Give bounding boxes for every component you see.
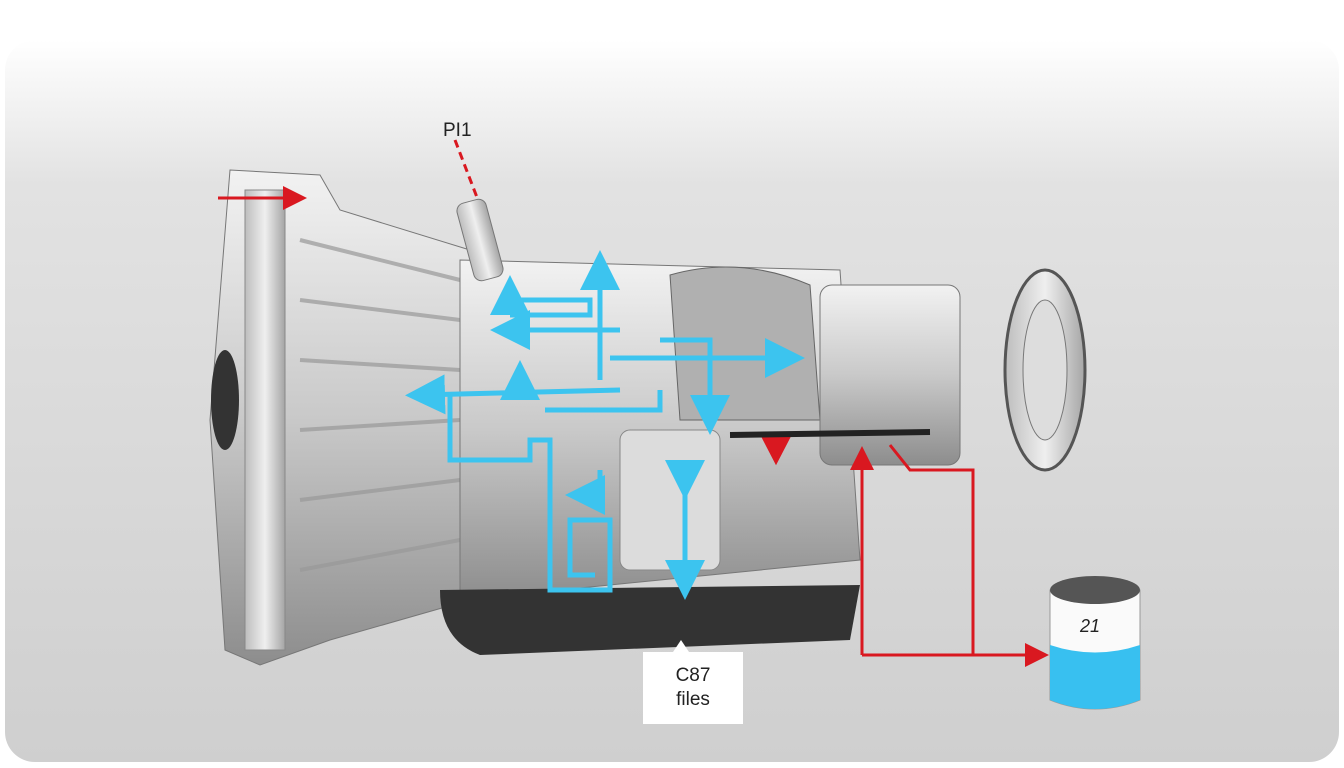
fluid-tank <box>1049 576 1141 710</box>
tank-label: 21 <box>1080 616 1101 636</box>
part-label-top: PI1 <box>443 120 472 141</box>
callout-box: C87 files <box>643 640 743 724</box>
blue-flow-paths <box>405 250 805 600</box>
red-flow-paths <box>218 139 1049 667</box>
callout-line-1: C87 <box>675 665 711 686</box>
callout-line-2: files <box>676 689 710 710</box>
